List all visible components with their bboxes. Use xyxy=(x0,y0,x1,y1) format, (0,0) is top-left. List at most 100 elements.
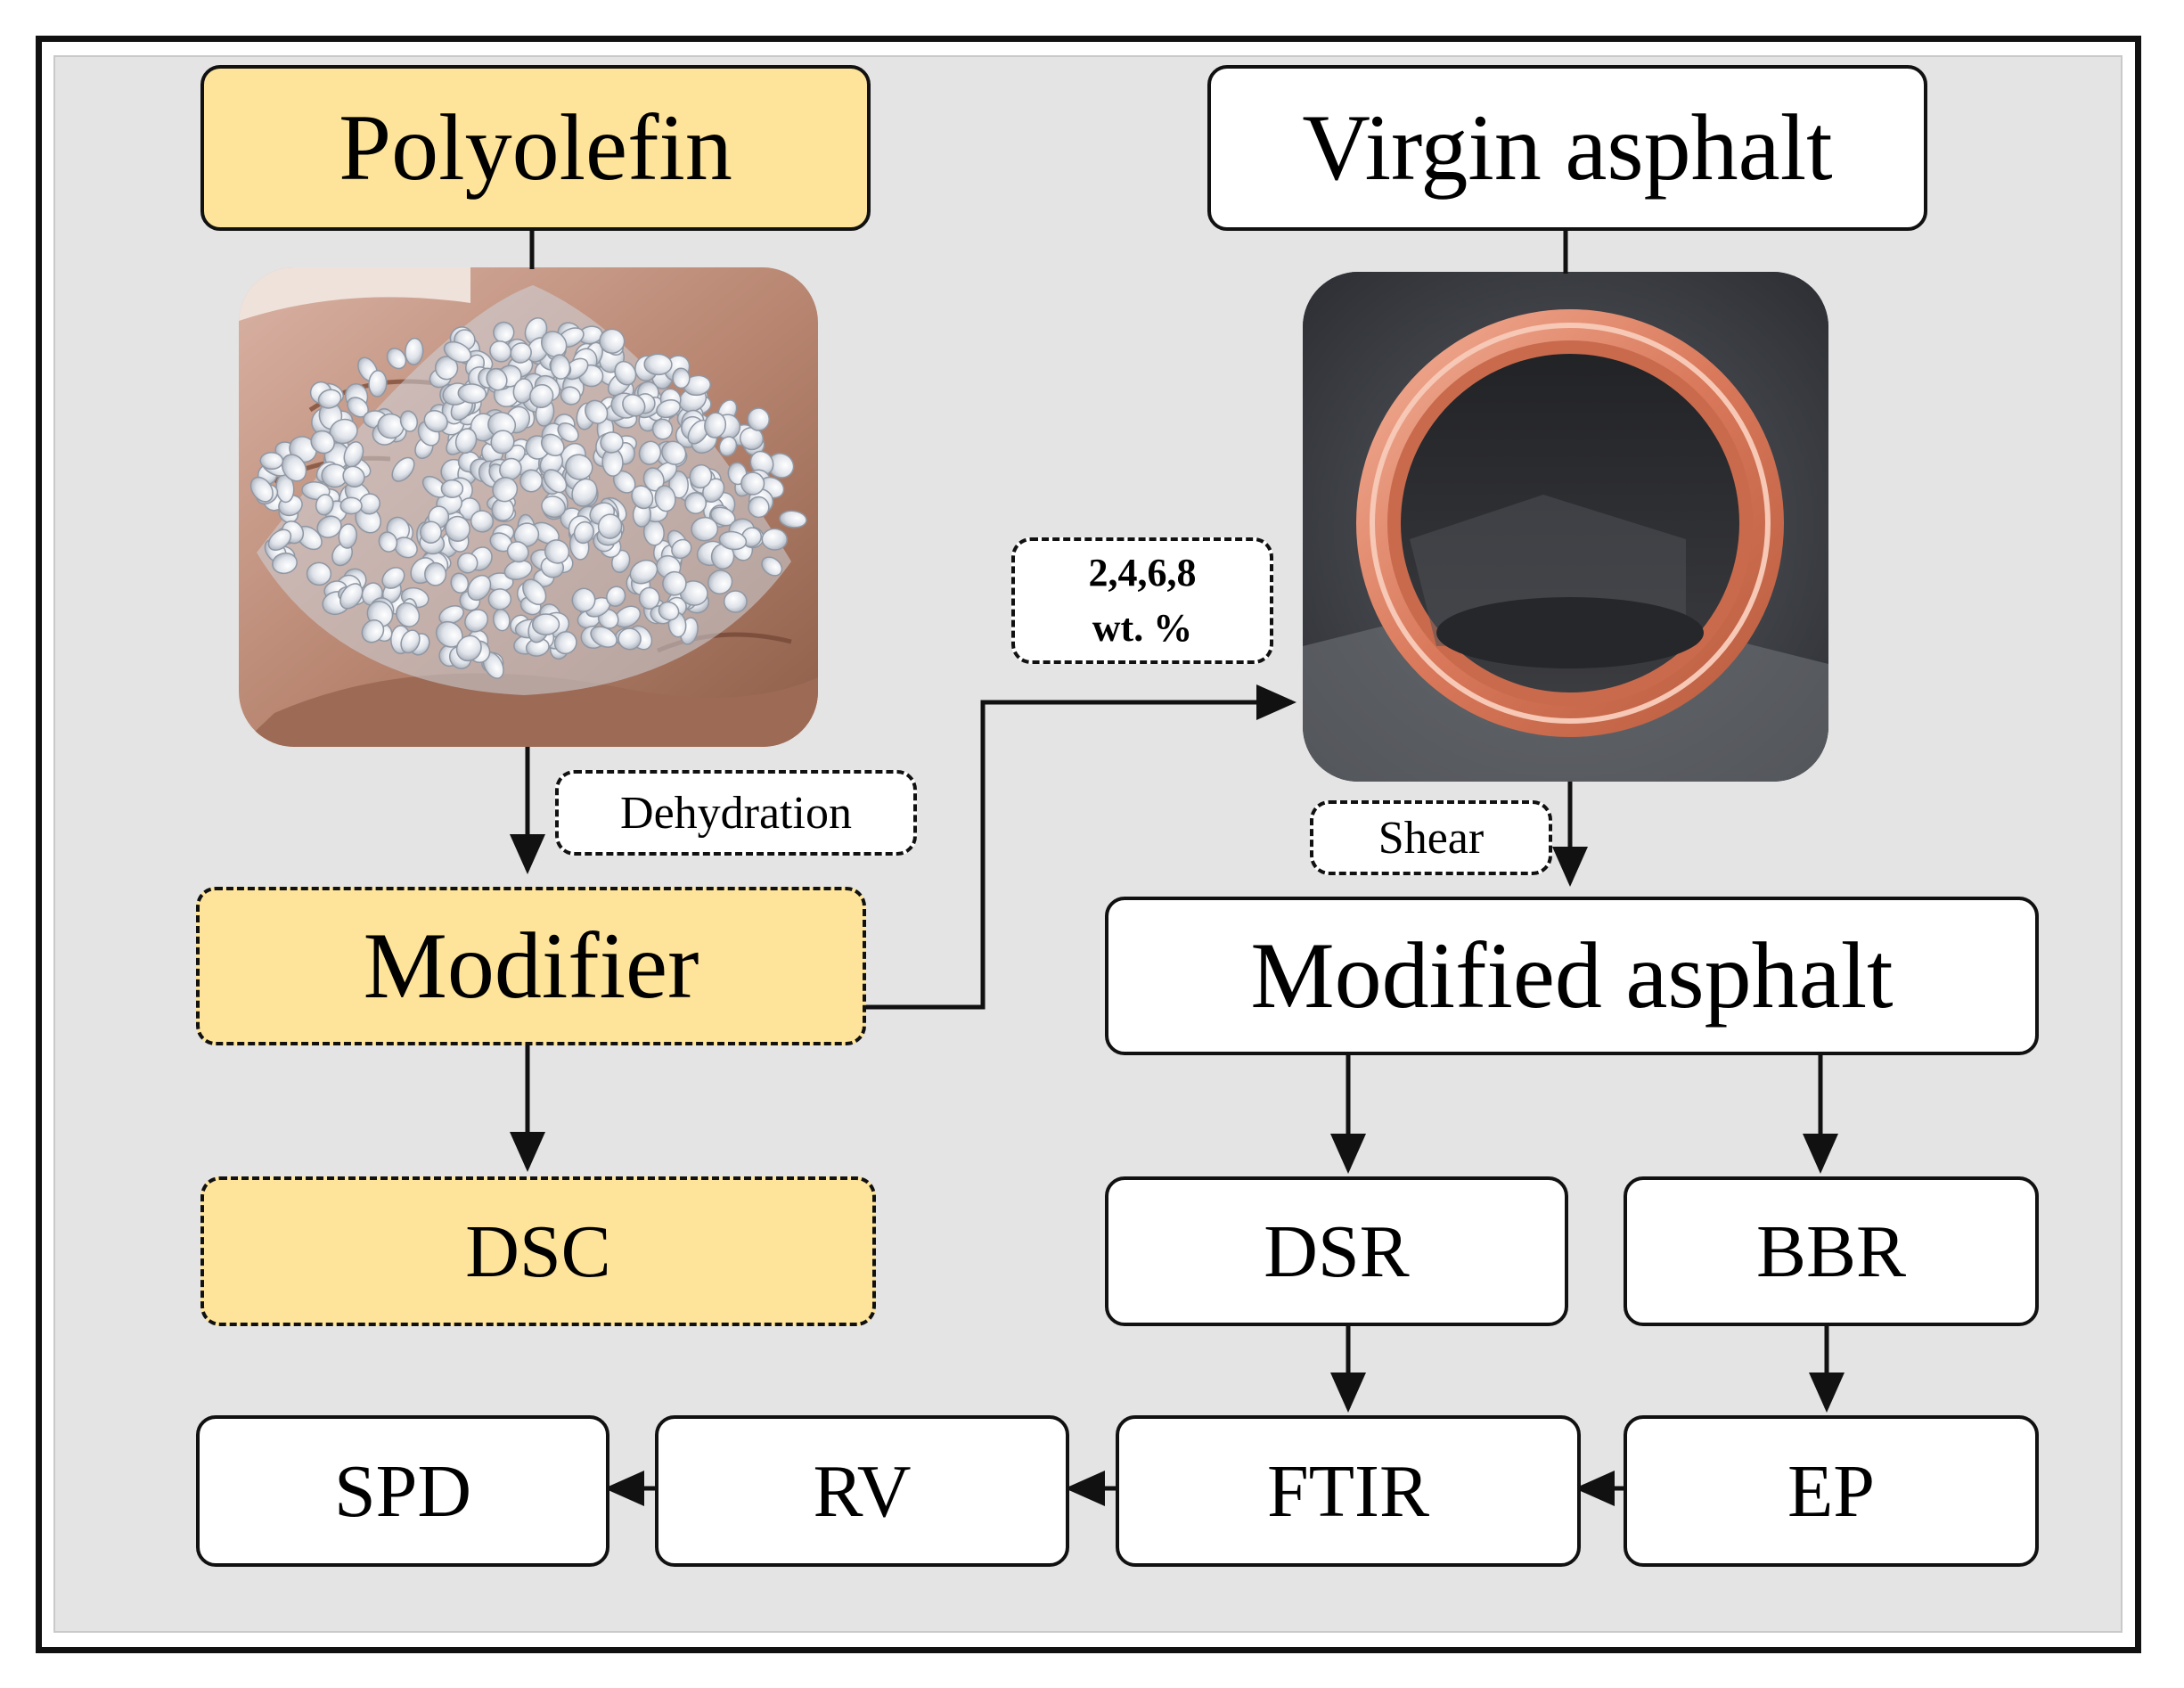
pellet xyxy=(489,340,512,363)
pellet xyxy=(315,494,334,516)
pellet xyxy=(400,629,421,654)
pellet xyxy=(553,631,577,655)
modified-asphalt-label: Modified asphalt xyxy=(1250,923,1894,1028)
dsc-box: DSC xyxy=(200,1176,876,1326)
virgin-asphalt-label: Virgin asphalt xyxy=(1302,95,1833,200)
pellet xyxy=(486,367,508,391)
pellet xyxy=(358,493,380,515)
pellet xyxy=(541,331,568,358)
pellet xyxy=(492,477,519,503)
pellet xyxy=(643,353,673,376)
rv-box: RV xyxy=(655,1415,1069,1567)
pellet xyxy=(513,522,540,548)
pellet xyxy=(544,539,570,564)
pellet xyxy=(573,520,594,545)
pellet xyxy=(638,586,660,610)
pellet xyxy=(590,626,618,648)
dsc-label: DSC xyxy=(465,1209,611,1293)
polyolefin-pellets-image xyxy=(239,267,818,747)
virgin-asphalt-box: Virgin asphalt xyxy=(1207,65,1927,231)
pellet xyxy=(443,340,472,364)
pellet xyxy=(368,370,388,397)
pellet xyxy=(747,407,770,431)
pellet xyxy=(457,383,487,404)
pellet xyxy=(662,570,687,596)
pellet xyxy=(560,386,581,406)
dosage-line2: wt. % xyxy=(1092,606,1193,650)
pellet xyxy=(338,523,358,549)
pellet xyxy=(658,601,680,621)
pellet xyxy=(342,465,365,488)
pellet xyxy=(629,559,658,585)
pellet xyxy=(499,457,522,481)
virgin-asphalt-image xyxy=(1303,272,1828,782)
pellet xyxy=(748,496,770,519)
pellet xyxy=(381,567,405,589)
pellet xyxy=(438,605,464,625)
pellet xyxy=(339,583,364,610)
pellet xyxy=(531,613,560,635)
ftir-box: FTIR xyxy=(1116,1415,1581,1567)
pellet xyxy=(420,520,442,544)
pellet xyxy=(467,574,492,602)
pellet-cluster xyxy=(249,317,807,679)
pellet xyxy=(391,456,415,482)
pellet xyxy=(456,552,479,574)
shear-label: Shear xyxy=(1378,812,1485,864)
pellet xyxy=(470,510,495,533)
pellet xyxy=(718,530,748,551)
pellet xyxy=(600,431,624,454)
pellet xyxy=(519,469,544,493)
pellet xyxy=(684,492,708,514)
pellet xyxy=(317,389,342,409)
pellet xyxy=(761,528,789,551)
pellet xyxy=(423,409,448,433)
bbr-label: BBR xyxy=(1755,1209,1907,1293)
pellet xyxy=(455,635,482,662)
pellet xyxy=(651,418,674,440)
ftir-label: FTIR xyxy=(1266,1449,1430,1533)
modifier-to-asphalt-arrow xyxy=(863,684,1296,1010)
pellet xyxy=(597,513,623,539)
pellet xyxy=(606,586,626,607)
pellet xyxy=(704,412,727,438)
pellet xyxy=(638,440,662,465)
dsr-label: DSR xyxy=(1264,1209,1410,1293)
dehydration-label: Dehydration xyxy=(620,787,852,839)
pellet xyxy=(557,422,579,443)
dehydration-box: Dehydration xyxy=(555,770,917,856)
pellet xyxy=(306,561,332,586)
pellet xyxy=(378,531,398,553)
pellet xyxy=(599,328,626,354)
pellet xyxy=(723,590,748,613)
pellet xyxy=(272,552,298,575)
pellet xyxy=(490,430,515,455)
pellet xyxy=(689,463,713,489)
pellet xyxy=(550,354,571,380)
pellet xyxy=(541,496,567,519)
pellet xyxy=(718,436,738,457)
pellet xyxy=(668,470,689,499)
pellet xyxy=(671,538,692,560)
pellet xyxy=(522,578,547,605)
dsr-box: DSR xyxy=(1105,1176,1568,1326)
pellet xyxy=(445,515,470,543)
modifier-box: Modifier xyxy=(196,887,866,1045)
pellet xyxy=(361,619,385,643)
pellet xyxy=(661,440,687,465)
pellet xyxy=(249,476,274,503)
pellet xyxy=(434,356,459,381)
pellet xyxy=(779,510,807,529)
pellet xyxy=(749,450,774,476)
pellet xyxy=(310,430,335,455)
pellet xyxy=(386,348,407,370)
spd-box: SPD xyxy=(196,1415,609,1567)
dosage-box: 2,4,6,8 wt. % xyxy=(1011,537,1273,664)
pellet xyxy=(405,337,424,365)
polyolefin-label: Polyolefin xyxy=(339,95,732,200)
pellet xyxy=(424,561,447,586)
pellet xyxy=(487,588,512,610)
pellet xyxy=(259,451,284,471)
pellet xyxy=(396,602,421,627)
